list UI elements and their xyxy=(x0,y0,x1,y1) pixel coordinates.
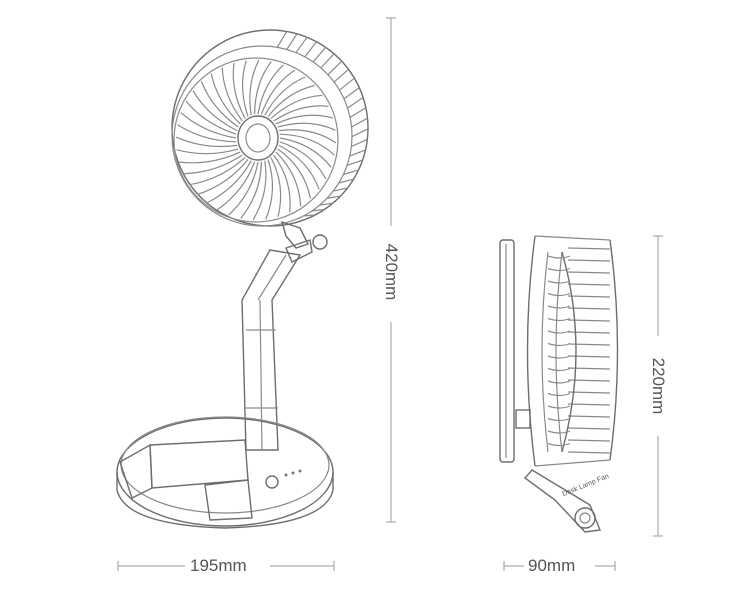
depth-side-label: 90mm xyxy=(528,556,576,575)
front-fan-head xyxy=(171,29,369,227)
width-front-label: 195mm xyxy=(190,556,247,575)
dimension-lines xyxy=(117,17,663,571)
height-front-label: 420mm xyxy=(382,243,401,301)
front-fan-pole xyxy=(241,249,302,451)
front-fan-base xyxy=(116,416,334,529)
height-side-label: 220mm xyxy=(649,357,668,415)
front-fan-neck xyxy=(280,220,328,263)
side-fan xyxy=(499,235,619,533)
